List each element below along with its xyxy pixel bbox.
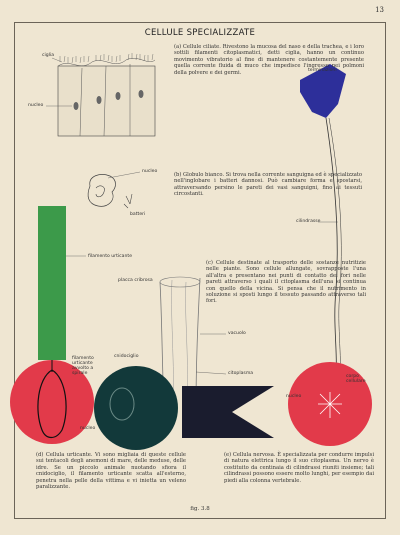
label-filamento-avvolto: filamento urticante avvolto a spirale xyxy=(72,356,94,376)
label-batteri: batteri xyxy=(130,212,146,217)
label-terminazioni: terminazioni xyxy=(308,68,337,73)
label-nucleo-b: nucleo xyxy=(142,169,158,174)
label-cilindrasse: cilindrasse xyxy=(296,219,321,224)
dark-chevron-shape xyxy=(182,386,274,438)
paragraph-e: (e) Cellula nervosa. È specializzata per… xyxy=(224,452,374,484)
paragraph-c: (c) Cellule destinate al trasporto delle… xyxy=(206,260,366,305)
page-number: 13 xyxy=(375,6,384,14)
label-filamento-urticante: filamento urticante xyxy=(88,254,133,259)
label-placca-cribrosa: placca cribrosa xyxy=(118,278,153,283)
label-cnidociglio: cnidociglio xyxy=(114,354,139,359)
ciliated-cells-illustration xyxy=(46,53,156,137)
red-circle-left xyxy=(10,360,94,444)
label-nucleo-d: nucleo xyxy=(80,426,96,431)
label-ciglia: ciglia xyxy=(42,53,55,58)
paragraph-b: (b) Globulo bianco. Si trova nella corre… xyxy=(174,172,362,198)
label-vacuolo: vacuolo xyxy=(228,331,246,336)
teal-circle xyxy=(94,366,178,450)
nerve-cell-illustration xyxy=(300,64,346,391)
label-citoplasma: citoplasma xyxy=(228,371,254,376)
page-frame xyxy=(14,22,386,519)
label-corpo-cellulare: corpo cellulare xyxy=(346,374,366,384)
paragraph-d: (d) Cellula urticante. Vi sono migliaia … xyxy=(36,452,186,491)
paragraph-a: (a) Cellule ciliate. Rivestono la mucosa… xyxy=(174,44,364,76)
page-title: CELLULE SPECIALIZZATE xyxy=(144,28,256,38)
green-filament-bar xyxy=(38,206,66,360)
label-nucleo-a: nucleo xyxy=(28,103,44,108)
white-blood-cell-illustration xyxy=(87,171,141,209)
figure-caption: fig. 3.8 xyxy=(190,506,210,512)
label-nucleo-e: nucleo xyxy=(286,394,302,399)
